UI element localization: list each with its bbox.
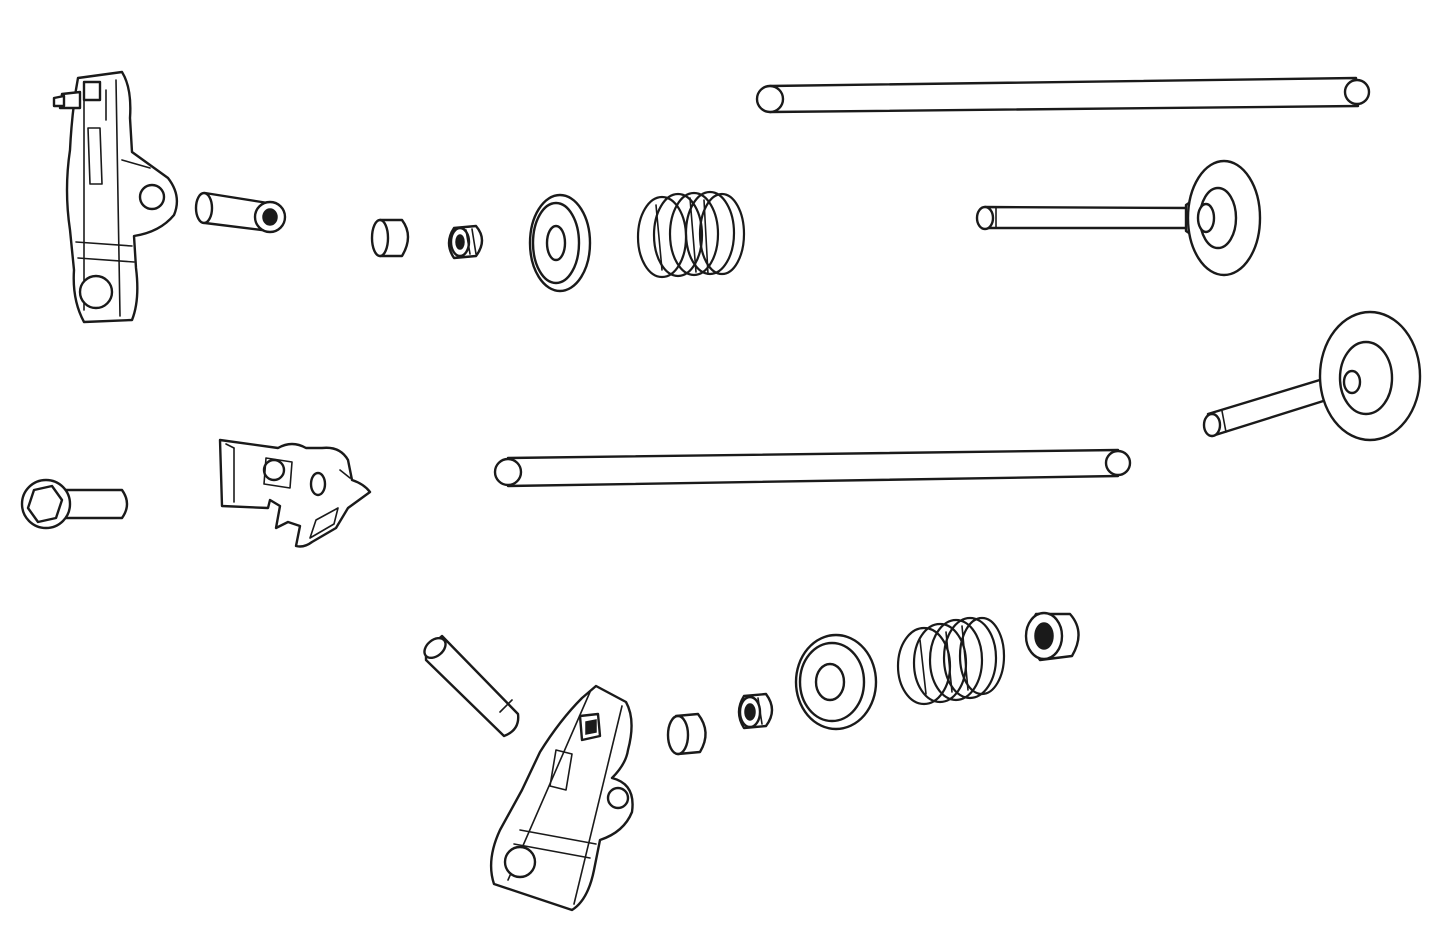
pushrod-lower [493,448,1132,488]
rocker-arm-upper [52,70,179,324]
valve-spring-upper [636,190,746,279]
spring-retainer-lower [794,633,878,731]
valve-stem-seal [1024,611,1080,662]
valve-spring-lower [896,616,1006,706]
pushrod-upper [755,76,1371,114]
valve-lower [1202,310,1422,442]
flange-bolt [20,478,129,530]
valve-keeper-upper [447,224,484,260]
valve-cap-upper [370,218,410,258]
rocker-pivot-pin-upper [194,191,287,234]
rocker-pivot-pin-lower [423,634,520,738]
spring-retainer-upper [528,193,592,293]
valve-cap-lower [666,712,707,756]
pushrod-guide-plate [218,438,372,548]
valve-upper [975,159,1262,277]
rocker-arm-lower [489,684,634,912]
valve-keeper-lower [737,692,774,730]
